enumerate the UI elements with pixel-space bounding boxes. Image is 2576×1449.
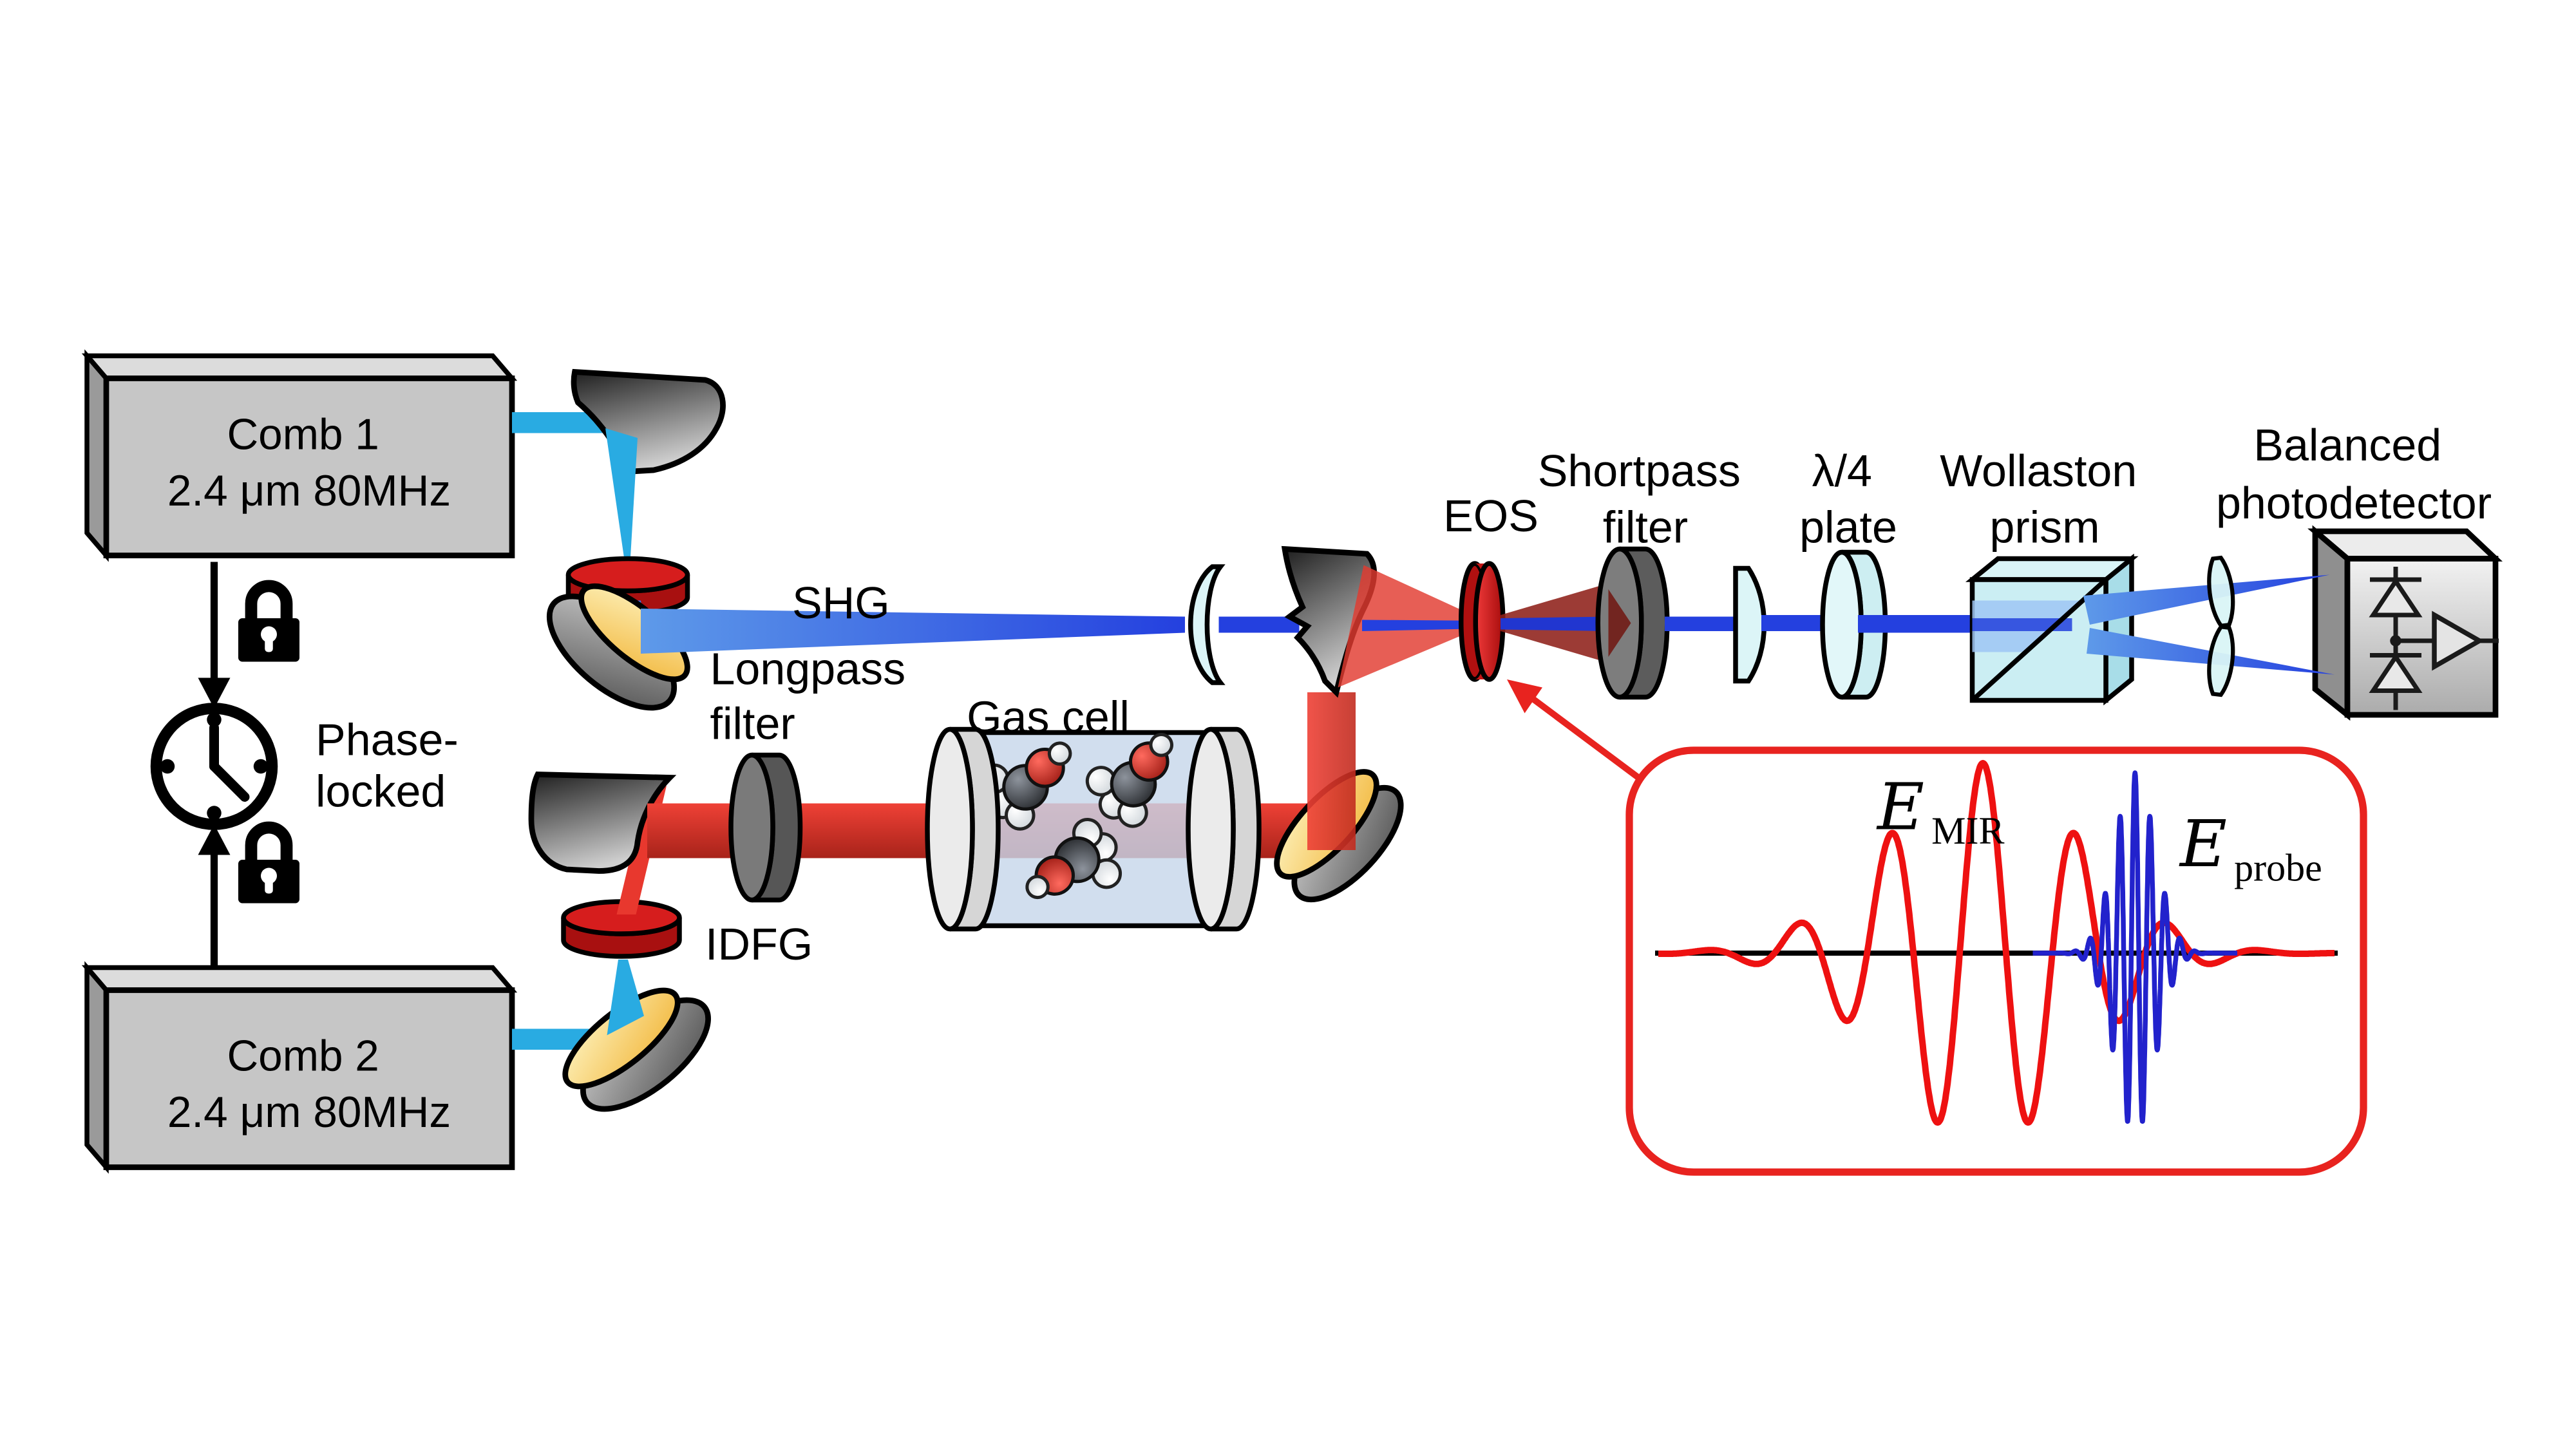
- phase-locked-label: Phase- locked: [316, 715, 471, 817]
- eos-inset: E MIR E probe: [1507, 679, 2367, 1176]
- split-beam-upper: [2083, 574, 2330, 625]
- wollaston-prism-side: [2103, 553, 2134, 706]
- comb1-label: Comb 1 2.4 μm 80MHz: [167, 411, 451, 516]
- photodiode-icon-bottom: [2369, 652, 2423, 693]
- comb1-box-top: [81, 353, 518, 381]
- e-mir-trace: [1656, 760, 2337, 1126]
- comb1-box-front: [103, 375, 515, 558]
- detector-circuit: [2369, 567, 2499, 710]
- padlock-icon-bottom: [238, 828, 299, 904]
- balanced-photodetector-box: [2307, 525, 2503, 721]
- parabolic-mirror-icon-idfg-top: [528, 772, 677, 874]
- mir-beam-vertical: [1307, 692, 1356, 850]
- probe-beam-segment: [1501, 616, 1610, 631]
- focusing-beam-to-idfg: [607, 960, 644, 1036]
- shortpass-label: Shortpass filter: [1538, 446, 1754, 553]
- photodiode-icon-top: [2369, 577, 2423, 618]
- gas-cell-left-cap-face: [925, 726, 975, 932]
- longpass-filter-face: [728, 752, 775, 903]
- probe-beam-segment: [1665, 616, 1736, 631]
- gas-cell-right-cap-face: [1186, 726, 1236, 932]
- gold-mirror-icon-comb2: [562, 987, 711, 1112]
- focusing-lens-upper: [2206, 557, 2237, 627]
- comb2-label: Comb 2 2.4 μm 80MHz: [167, 1032, 451, 1137]
- focusing-beam-to-shg: [605, 428, 638, 573]
- down-arrow-icon: [198, 677, 231, 708]
- comb1-box-side: [84, 349, 109, 562]
- shg-crystal-face: [565, 556, 690, 594]
- gas-cell: [925, 726, 1262, 932]
- probe-beam-collimated: [641, 609, 1185, 654]
- probe-beam-segment: [1218, 616, 1300, 633]
- phase-lock-group: Phase- locked: [150, 562, 471, 968]
- inset-frame: [1625, 746, 2367, 1176]
- eos-label: EOS: [1443, 491, 1539, 541]
- red-arrow-pointer-line: [1518, 686, 1643, 782]
- comb2-box-top: [81, 965, 518, 993]
- focusing-lens-lower: [2206, 626, 2237, 696]
- e-mir-label: E MIR: [1876, 770, 2004, 853]
- red-arrow-pointer-icon: [1507, 679, 1542, 714]
- shortpass-filter: [1595, 546, 1670, 700]
- gas-cell-label: Gas cell: [967, 692, 1130, 743]
- e-probe-trace: [2031, 770, 2240, 1124]
- gold-mirror-face: [562, 987, 681, 1090]
- collimating-lens: [1733, 565, 1767, 684]
- mir-beam-blocked-tip: [1608, 589, 1631, 657]
- probe-beam-segment: [1858, 615, 1977, 633]
- e-probe-label: E probe: [2179, 806, 2322, 889]
- idfg-label: IDFG: [705, 919, 813, 969]
- comb2-box-front: [103, 987, 515, 1170]
- clock-icon: [150, 703, 278, 830]
- quarter-wave-plate-face: [1820, 549, 1864, 700]
- wollaston-prism: [1965, 553, 2139, 706]
- quarter-wave-label: λ/4 plate: [1799, 446, 1897, 553]
- comb2-box-side: [84, 961, 109, 1174]
- eos-crystal-face: [1473, 561, 1506, 682]
- wollaston-label: Wollaston prism: [1940, 446, 2150, 553]
- balanced-label: Balanced photodetector: [2216, 420, 2492, 528]
- comb2-box: Comb 2 2.4 μm 80MHz: [81, 961, 518, 1174]
- probe-beam-through-mirror-hole: [1362, 620, 1478, 631]
- comb1-box: Comb 1 2.4 μm 80MHz: [81, 349, 518, 562]
- wollaston-prism-top: [1965, 556, 2139, 582]
- opamp-icon: [2432, 611, 2485, 671]
- shg-label: SHG: [792, 578, 890, 628]
- parabolic-mirror-icon-shg-top: [571, 368, 726, 475]
- longpass-label: Longpass filter: [710, 644, 918, 749]
- probe-beam-segment: [1972, 618, 2072, 631]
- wollaston-prism-diagonal: [1970, 578, 2108, 703]
- padlock-icon-top: [238, 586, 299, 662]
- detector-box-side: [2312, 525, 2351, 721]
- probe-lens: [1188, 564, 1226, 685]
- up-arrow-icon: [198, 824, 231, 855]
- longpass-filter: [728, 752, 803, 903]
- eos-crystal: [1459, 561, 1506, 682]
